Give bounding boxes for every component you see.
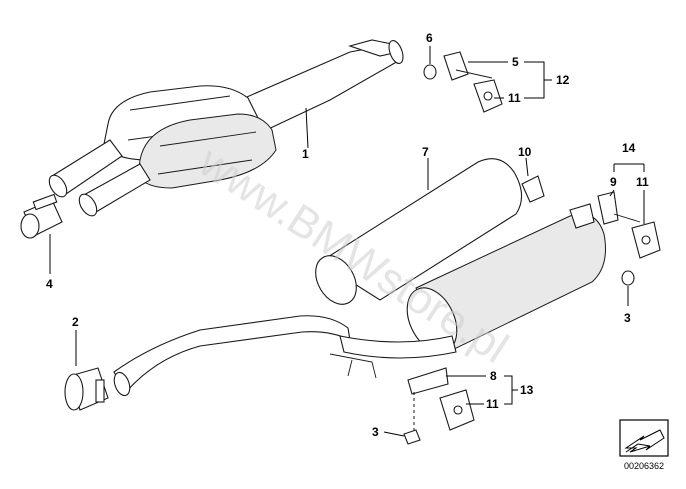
callout-5: 5 [512, 55, 519, 69]
callout-11-top: 11 [508, 91, 521, 105]
rear-hanger-right [597, 191, 661, 286]
callout-1: 1 [302, 147, 309, 161]
callout-14: 14 [622, 141, 636, 155]
callout-12: 12 [556, 73, 570, 87]
rear-hanger-lower [403, 367, 475, 445]
callout-3-lower: 3 [372, 425, 379, 439]
rear-hanger-top [423, 51, 503, 113]
callout-11-lower: 11 [486, 397, 499, 411]
pipe-clamp-front [20, 193, 63, 239]
callout-4: 4 [46, 277, 53, 291]
arrow-down-left-icon [619, 419, 669, 457]
callouts: 1 2 3 3 4 5 12 6 11 7 10 14 9 [46, 31, 649, 439]
rear-silencer-assembly [113, 158, 606, 397]
callout-11-right: 11 [636, 175, 649, 189]
callout-3-right: 3 [624, 311, 631, 325]
callout-2: 2 [72, 315, 79, 329]
callout-7: 7 [422, 145, 429, 159]
catalytic-converter-assembly [48, 39, 404, 217]
pipe-clamp-rear [64, 367, 109, 411]
callout-10: 10 [518, 145, 532, 159]
callout-9: 9 [610, 175, 617, 189]
document-id: 00206362 [624, 461, 664, 471]
callout-6: 6 [426, 31, 433, 45]
callout-13: 13 [520, 383, 534, 397]
callout-8: 8 [490, 369, 497, 383]
